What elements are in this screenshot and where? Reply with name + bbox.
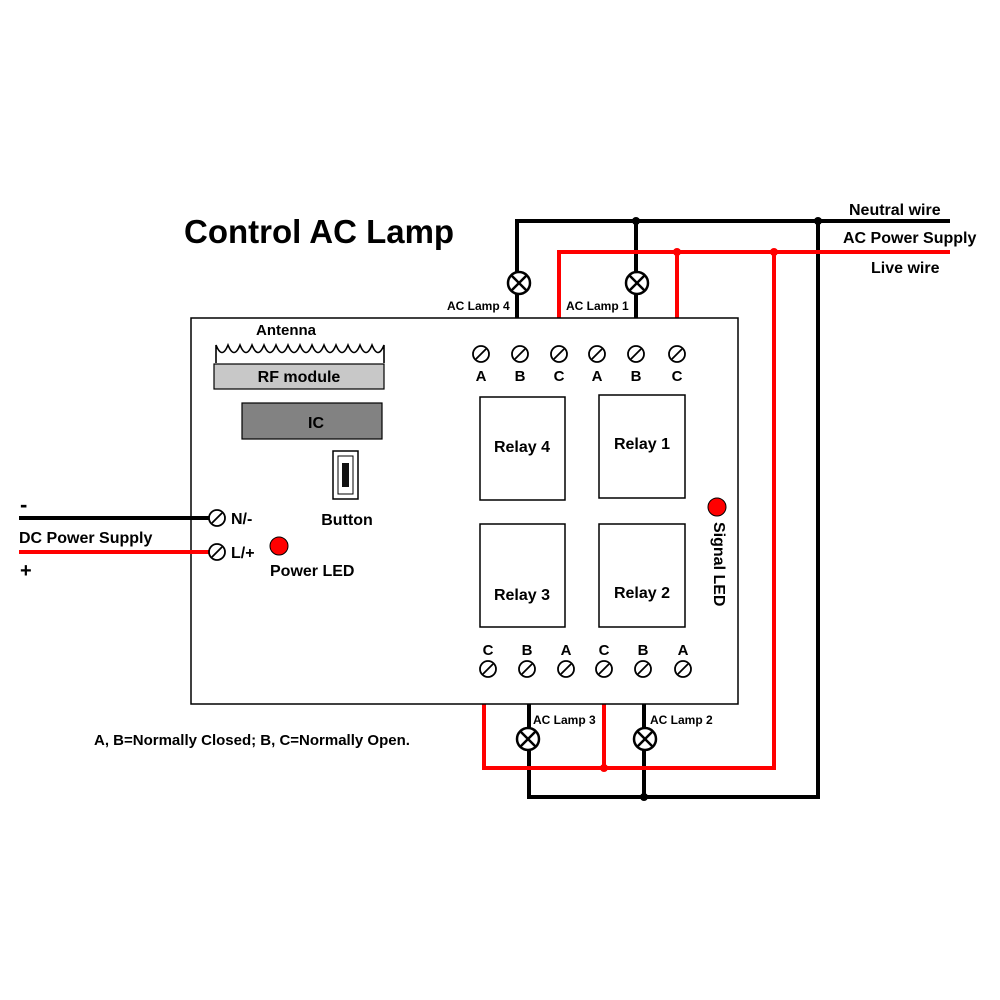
rf-module bbox=[213, 363, 385, 390]
junction-dot bbox=[673, 248, 681, 256]
terminal-screw bbox=[595, 660, 613, 678]
terminal-screw bbox=[550, 345, 568, 363]
ac-power-supply-label: AC Power Supply bbox=[843, 230, 976, 247]
terminal-label: B bbox=[522, 642, 533, 659]
dc-plus-sign: + bbox=[20, 560, 32, 582]
junction-dot bbox=[640, 793, 648, 801]
relay-1: Relay 1 bbox=[598, 394, 686, 499]
terminal-label: A bbox=[592, 368, 603, 385]
live-wire bbox=[557, 250, 950, 345]
power-led bbox=[269, 536, 289, 556]
terminal-screw bbox=[668, 345, 686, 363]
junction-dot bbox=[600, 764, 608, 772]
power-led-label: Power LED bbox=[270, 563, 354, 580]
terminal-label: A bbox=[561, 642, 572, 659]
relay-3-label: Relay 3 bbox=[494, 587, 550, 604]
relay-2: Relay 2 bbox=[598, 523, 686, 628]
live-wire-label: Live wire bbox=[871, 260, 940, 277]
terminal-screw bbox=[479, 660, 497, 678]
terminal-label: B bbox=[638, 642, 649, 659]
lamp-1-icon bbox=[624, 270, 650, 296]
lamp-4-icon bbox=[506, 270, 532, 296]
relay-2-label: Relay 2 bbox=[614, 585, 670, 602]
lamp-2-label: AC Lamp 2 bbox=[650, 713, 713, 727]
diagram-title: Control AC Lamp bbox=[184, 213, 454, 250]
lamp-1-label: AC Lamp 1 bbox=[566, 299, 629, 313]
terminal-label: A bbox=[476, 368, 487, 385]
dc-minus-sign: - bbox=[20, 492, 27, 517]
rf-module-label: RF module bbox=[258, 369, 341, 386]
terminal-label: C bbox=[554, 368, 565, 385]
terminal-pos-label: L/+ bbox=[231, 545, 255, 562]
terminal-screw bbox=[208, 509, 226, 527]
lamp-2-icon bbox=[632, 726, 658, 752]
signal-led bbox=[707, 497, 727, 517]
terminal-screw bbox=[588, 345, 606, 363]
bottom-terminal-labels: C B A C B A bbox=[483, 642, 689, 659]
junction-dot bbox=[632, 217, 640, 225]
neutral-wire-label: Neutral wire bbox=[849, 202, 941, 219]
bottom-terminals bbox=[479, 660, 692, 678]
terminal-screw bbox=[472, 345, 490, 363]
relay-1-label: Relay 1 bbox=[614, 436, 670, 453]
terminal-screw bbox=[208, 543, 226, 561]
terminal-neg-label: N/- bbox=[231, 511, 252, 528]
terminal-label: C bbox=[599, 642, 610, 659]
top-terminals bbox=[472, 345, 686, 363]
lamp-3-label: AC Lamp 3 bbox=[533, 713, 596, 727]
terminal-label: B bbox=[631, 368, 642, 385]
dc-power-supply-label: DC Power Supply bbox=[19, 530, 152, 547]
ic-chip bbox=[241, 402, 383, 440]
antenna-coil bbox=[215, 342, 385, 363]
terminal-label: A bbox=[678, 642, 689, 659]
lamp-4-label: AC Lamp 4 bbox=[447, 299, 510, 313]
top-terminal-labels: A B C A B C bbox=[476, 368, 683, 385]
terminal-screw bbox=[674, 660, 692, 678]
ic-label: IC bbox=[308, 415, 324, 432]
contact-note: A, B=Normally Closed; B, C=Normally Open… bbox=[94, 732, 410, 749]
lamp-3-icon bbox=[515, 726, 541, 752]
signal-led-label: Signal LED bbox=[710, 522, 727, 606]
relay-3: Relay 3 bbox=[479, 523, 566, 628]
terminal-screw bbox=[627, 345, 645, 363]
relay-4: Relay 4 bbox=[479, 396, 566, 501]
relay-4-label: Relay 4 bbox=[494, 439, 550, 456]
antenna-label: Antenna bbox=[256, 322, 317, 339]
terminal-label: C bbox=[672, 368, 683, 385]
button-label: Button bbox=[321, 512, 373, 529]
terminal-screw bbox=[557, 660, 575, 678]
controller-board bbox=[190, 317, 739, 705]
junction-dot bbox=[814, 217, 822, 225]
terminal-screw bbox=[634, 660, 652, 678]
live-right-riser bbox=[482, 252, 776, 770]
neutral-bus-top bbox=[515, 219, 818, 345]
dc-wiring bbox=[19, 509, 226, 561]
terminal-screw bbox=[518, 660, 536, 678]
terminal-screw bbox=[511, 345, 529, 363]
junction-dot bbox=[770, 248, 778, 256]
terminal-label: C bbox=[483, 642, 494, 659]
terminal-label: B bbox=[515, 368, 526, 385]
button-switch[interactable] bbox=[332, 450, 359, 500]
